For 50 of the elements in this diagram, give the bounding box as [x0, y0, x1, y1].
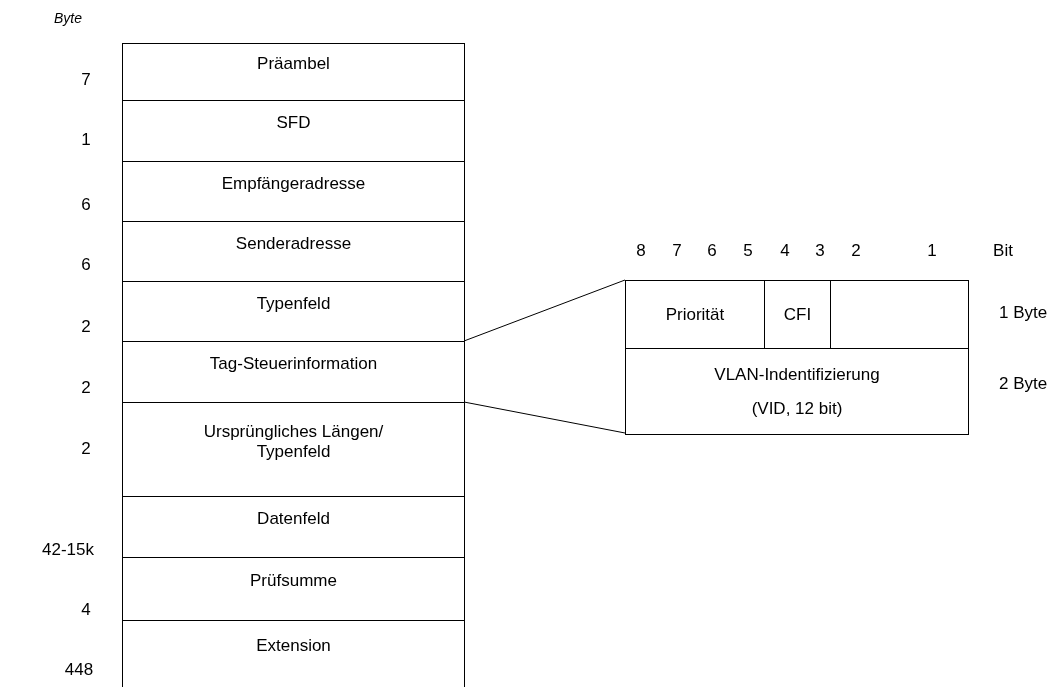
- frame-field: [122, 43, 465, 101]
- byte-count: 2 Byte: [999, 374, 1048, 394]
- field-name: CFI: [783, 304, 812, 325]
- field-name: Ursprüngliches Längen/ Typenfeld: [202, 421, 385, 462]
- frame-field: [122, 620, 465, 687]
- bit-number: 5: [743, 241, 753, 261]
- field-name: Senderadresse: [235, 233, 352, 254]
- byte-count: 4: [81, 600, 91, 620]
- byte-count: 1 Byte: [999, 303, 1048, 323]
- field-name: Tag-Steuerinformation: [209, 354, 378, 374]
- frame-field: [122, 557, 465, 621]
- unit-label: Byte: [54, 10, 82, 26]
- field-name: Extension: [256, 636, 331, 656]
- frame-field: [122, 281, 465, 342]
- frame-field: [625, 348, 969, 435]
- byte-count: 7: [81, 70, 91, 90]
- frame-field: [122, 161, 465, 222]
- field-name: Datenfeld: [257, 509, 330, 529]
- byte-count: 6: [81, 195, 91, 215]
- zoom-line: [463, 401, 626, 434]
- frame-field: [122, 402, 465, 497]
- field-name: (VID, 12 bit): [751, 398, 843, 419]
- bit-number: 7: [672, 241, 682, 261]
- byte-count: 2: [81, 378, 91, 398]
- field-name: Empfängeradresse: [221, 173, 366, 194]
- byte-count: 2: [81, 439, 91, 459]
- byte-count: 448: [64, 660, 94, 680]
- byte-count: 1: [81, 130, 91, 150]
- field-name: Priorität: [665, 304, 725, 325]
- byte-count: 2: [81, 317, 91, 337]
- tag-detail-box: [625, 280, 969, 434]
- bit-number: 2: [851, 241, 861, 261]
- field-name: Präambel: [257, 54, 330, 74]
- bit-number: 8: [636, 241, 646, 261]
- unit-label: Bit: [993, 241, 1013, 261]
- field-name: Prüfsumme: [250, 571, 337, 591]
- field-name: Typenfeld: [256, 293, 331, 314]
- zoom-line: [463, 279, 626, 342]
- bit-number: 3: [815, 241, 825, 261]
- frame-field: [122, 341, 465, 403]
- frame-field: [122, 496, 465, 558]
- byte-count: 6: [81, 255, 91, 275]
- frame-field: [122, 100, 465, 162]
- bit-number: 1: [927, 241, 937, 261]
- field-name: SFD: [276, 113, 311, 133]
- bit-number: 6: [707, 241, 717, 261]
- field-name: VLAN-Indentifizierung: [714, 364, 880, 385]
- bit-number: 4: [780, 241, 790, 261]
- frame-field: [122, 221, 465, 282]
- byte-count: 42-15k: [42, 540, 94, 560]
